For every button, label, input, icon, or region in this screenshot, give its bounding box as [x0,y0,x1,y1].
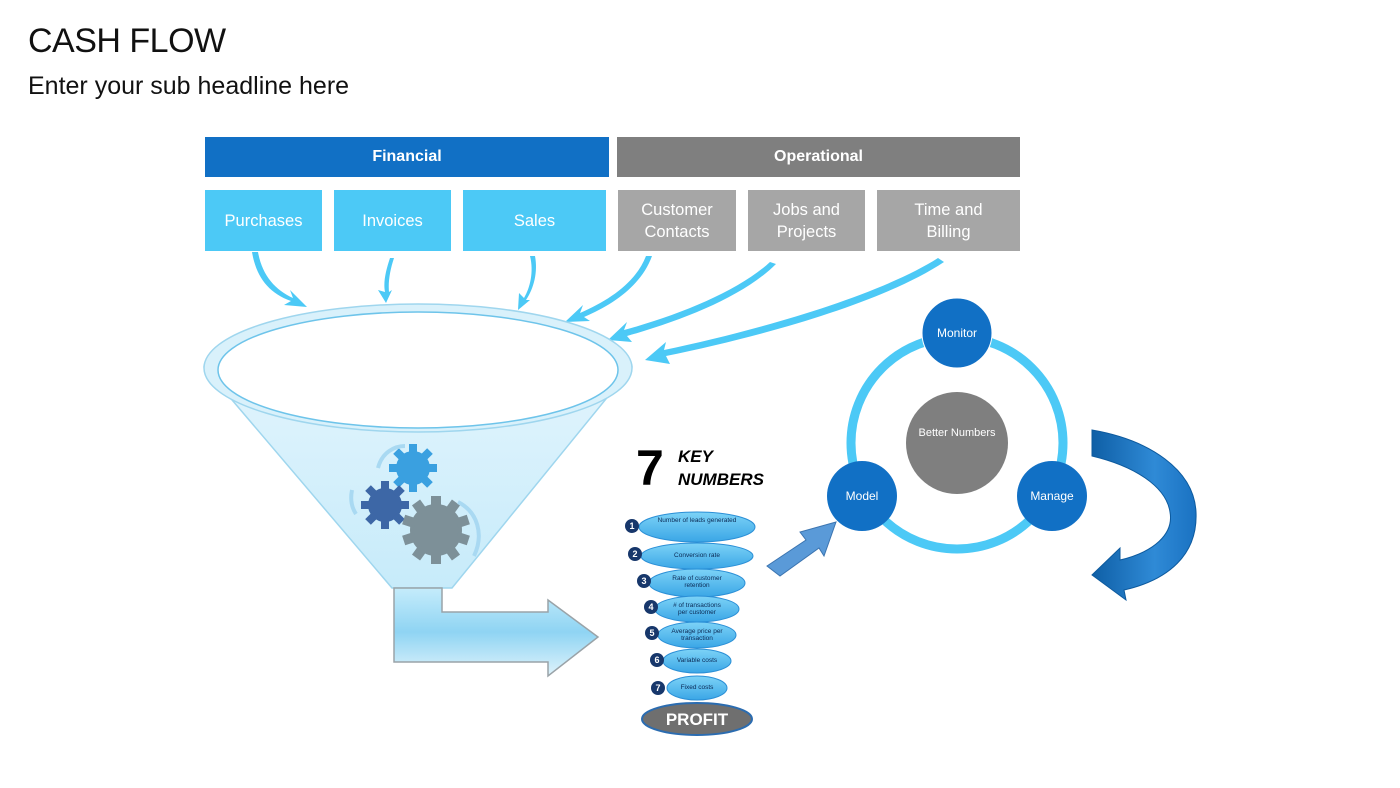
key-item-text: Average price per transaction [671,628,723,642]
source-label: Sales [513,211,556,230]
page-subtitle: Enter your sub headline here [28,72,350,100]
key-item-text: Variable costs [676,657,718,664]
key-item-text: Rate of customer retention [672,575,722,589]
operational-header: Operational [617,137,1020,177]
key-item-text: Number of leads generated [657,517,737,524]
key-numbers-label: KEY NUMBERS [678,447,764,489]
page-title: CASH FLOW [28,22,226,60]
key-item-3 [637,568,746,598]
key-item-7 [651,675,728,701]
cycle-center [906,392,1008,494]
source-box-jobs-and-projects: Jobs and Projects [748,190,865,251]
key-item-5 [645,621,737,649]
key-item-number: 6 [654,655,659,665]
inflow-arrows [252,252,944,364]
arrow-time-billing [645,258,944,364]
cycle-diagram: Monitor Manage Model Better Numbers [827,297,1087,554]
financial-header: Financial [205,137,609,177]
funnel [203,303,633,589]
key-item-1 [625,511,756,543]
cycle-return-arrow [1091,429,1197,602]
source-label: Invoices [362,211,423,230]
key-numbers-list: 1 2 3 4 5 6 7 Number of leads generated … [625,511,756,736]
arrow-customer-contacts [565,256,652,322]
cycle-node-label: Monitor [937,326,977,340]
source-box-sales: Sales [463,190,606,251]
profit-badge [641,702,753,736]
cycle-node-label: Manage [1030,489,1074,503]
key-item-6 [650,648,732,674]
key-item-number: 2 [632,549,637,559]
source-label: Jobs and Projects [773,200,840,241]
cycle-center-label: Better Numbers [918,427,996,439]
key-item-text: Fixed costs [680,684,714,691]
key-item-number: 7 [655,683,660,693]
key-numbers-count: 7 [636,440,664,496]
key-item-number: 5 [649,628,654,638]
gears-icon [349,444,481,564]
source-box-invoices: Invoices [334,190,451,251]
arrow-invoices [378,258,394,303]
cycle-node-manage [1017,461,1087,531]
source-label: Purchases [224,211,303,230]
profit-label: PROFIT [666,710,729,729]
arrow-sales [518,256,536,310]
source-label: Customer Contacts [641,200,713,241]
pipe-arrow [393,587,600,678]
arrow-jobs-projects [608,262,776,342]
key-item-number: 4 [648,602,653,612]
key-item-number: 1 [629,521,634,531]
arrow-purchases [252,252,307,307]
cycle-node-monitor [921,297,993,369]
source-box-purchases: Purchases [205,190,322,251]
key-item-number: 3 [641,576,646,586]
cycle-node-label: Model [846,489,879,503]
source-box-customer-contacts: Customer Contacts [618,190,736,251]
arrow-to-model [766,521,837,577]
cycle-node-model [827,461,897,531]
key-item-text: # of transactions per customer [673,602,721,616]
source-label: Time and Billing [914,200,983,241]
source-box-time-and-billing: Time and Billing [877,190,1020,251]
key-item-text: Conversion rate [674,552,720,559]
